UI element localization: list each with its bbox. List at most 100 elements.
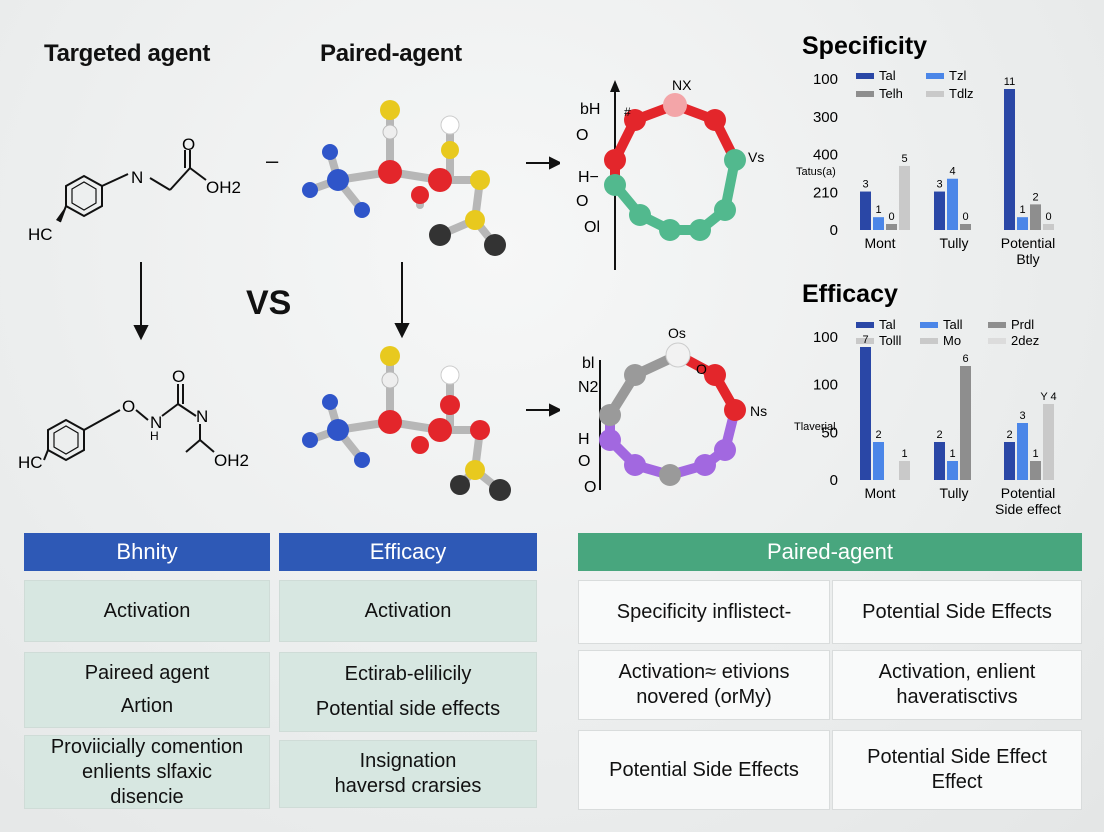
ring-bottom-label-2: H [578, 431, 590, 448]
bar [960, 224, 971, 230]
cell-text: disencie [110, 785, 184, 808]
bottom-o2-label: O [172, 367, 185, 386]
ring-top-label-2: H− [578, 169, 599, 186]
cell-text: Activation [103, 599, 191, 622]
cell-text: Potential Side Effect [867, 746, 1047, 768]
table-right-header: Paired-agent [578, 533, 1082, 571]
ring-top-axis-mark: # [624, 105, 631, 119]
cell-text: haveratisctivs [896, 686, 1018, 708]
legend-swatch [920, 322, 938, 328]
category-label: Btly [1016, 251, 1039, 267]
cell-text: Ectirab-elilicily [344, 663, 472, 685]
bar-value-label: 1 [949, 448, 955, 460]
table-left-cell-0-1: Activation [279, 580, 537, 642]
legend-label: 2dez [1011, 333, 1039, 348]
bar [934, 191, 945, 230]
legend-label: Prdl [1011, 317, 1034, 332]
legend-label: Mo [943, 333, 961, 348]
bar [947, 461, 958, 480]
bar-value-label: 2 [1032, 191, 1038, 203]
ring-bottom-o-label: O [696, 361, 707, 377]
table-left-cell-0-0: Activation [24, 580, 270, 642]
bar [899, 165, 910, 230]
legend-label: Tall [943, 317, 963, 332]
bar [899, 461, 910, 480]
ring-bottom-top-label: Os [668, 325, 686, 341]
cell-text: Proviicially comention [50, 735, 244, 758]
bottom-o1-label: O [122, 397, 135, 416]
bar-value-label: 3 [936, 179, 942, 191]
efficacy-ylabel: Tlaverial [794, 421, 836, 433]
table-right-cell-2-1: Potential Side Effect Effect [832, 730, 1082, 810]
bar-value-label: 0 [1045, 211, 1051, 223]
legend-swatch [856, 91, 874, 97]
bar-value-label: 6 [962, 353, 968, 365]
cell-text: Artion [120, 695, 174, 717]
ring-top-label-4: Ol [584, 219, 600, 236]
legend-swatch [856, 322, 874, 328]
ring-bottom: bl N2 H O O Os O Ns [578, 325, 767, 496]
bottom-n2-label: N [196, 407, 208, 426]
bar-value-label: 1 [1032, 448, 1038, 460]
bar [934, 442, 945, 480]
bar [873, 217, 884, 230]
bar [1043, 404, 1054, 480]
table-left-header-1: Efficacy [279, 533, 537, 571]
bar-value-label: Y 4 [1040, 391, 1056, 403]
bar [860, 347, 871, 480]
bar [1017, 423, 1028, 480]
ring-bottom-label-3: O [578, 453, 590, 470]
cell-text: Potential Side Effects [862, 600, 1052, 623]
bottom-oh2-label: OH2 [214, 451, 249, 470]
category-label: Tully [939, 485, 968, 501]
bar [1004, 89, 1015, 230]
legend-swatch [988, 322, 1006, 328]
ring-top-label-0: bH [580, 101, 600, 118]
bar-value-label: 3 [862, 179, 868, 191]
bar-value-label: 2 [875, 429, 881, 441]
table-left-cell-2-0: Proviicially comention enlients slfaxic … [24, 735, 270, 809]
table-right-cell-1-1: Activation, enlient haveratisctivs [832, 650, 1082, 720]
category-label: Side effect [995, 501, 1061, 517]
y-tick-label: 0 [830, 472, 838, 489]
cell-text: Activation, enlient [878, 661, 1036, 683]
ring-bottom-right-label: Ns [750, 403, 767, 419]
category-label: Potential [1001, 485, 1055, 501]
table-right-cell-2-0: Potential Side Effects [578, 730, 830, 810]
legend-swatch [926, 91, 944, 97]
y-tick-label: 400 [813, 147, 838, 164]
legend-label: Tal [879, 317, 896, 332]
bottom-h-label: H [150, 429, 159, 443]
vs-label: VS [246, 284, 292, 322]
cell-text: Potential side effects [315, 698, 501, 720]
bar [860, 191, 871, 230]
legend-swatch [926, 73, 944, 79]
specificity-title: Specificity [802, 32, 927, 60]
bar [1004, 442, 1015, 480]
cell-text: Paireed agent [84, 662, 210, 684]
ring-bottom-label-4: O [584, 479, 596, 496]
table-left-cell-1-1: Ectirab-elilicily Potential side effects [279, 652, 537, 732]
legend-label: Tolll [879, 333, 902, 348]
bar-value-label: 0 [962, 211, 968, 223]
y-tick-label: 100 [813, 71, 838, 88]
table-right-cell-1-0: Activation≈ etivions novered (orMy) [578, 650, 830, 720]
bar-value-label: 5 [901, 153, 907, 165]
bar-value-label: 11 [1004, 76, 1015, 88]
y-tick-label: 210 [813, 184, 838, 201]
cell-text: Insignation [359, 750, 457, 772]
y-tick-label: 0 [830, 222, 838, 239]
bar-value-label: 1 [875, 204, 881, 216]
bar [960, 366, 971, 480]
legend-label: Tal [879, 68, 896, 83]
top-n-label: N [131, 168, 143, 187]
bar-value-label: 7 [862, 334, 868, 346]
category-label: Mont [864, 485, 895, 501]
category-label: Potential [1001, 235, 1055, 251]
bar [1043, 224, 1054, 230]
table-left-header-0: Bhnity [24, 533, 270, 571]
ring-top: bH O H− O Ol NX Vs # [576, 77, 764, 270]
molecule-top [302, 100, 506, 256]
targeted-agent-heading: Targeted agent [44, 40, 211, 67]
